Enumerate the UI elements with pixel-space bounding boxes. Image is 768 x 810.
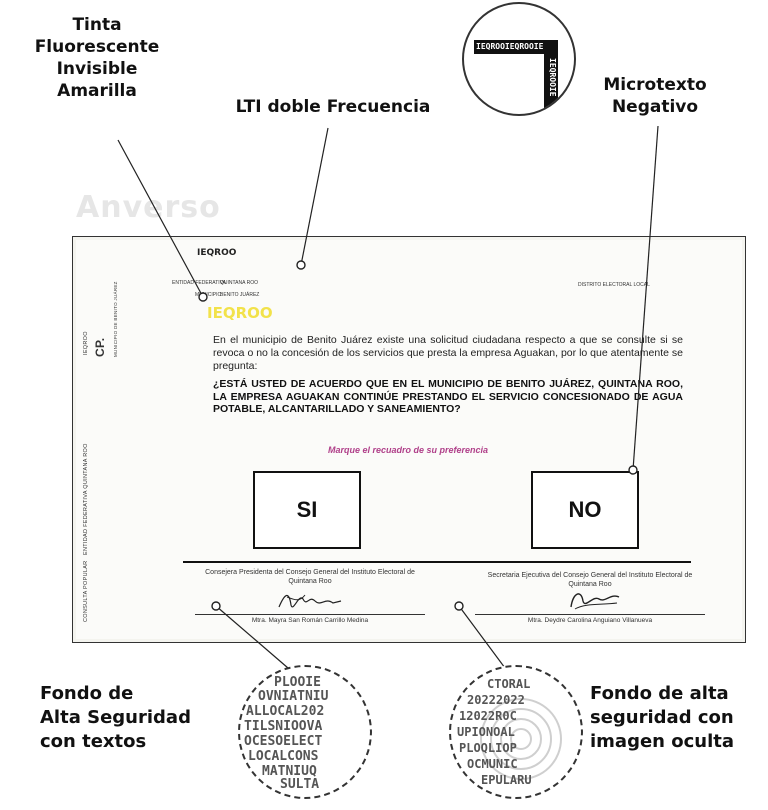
- microtext-line: EPULARU: [481, 773, 532, 787]
- microtext-line: SULTA: [280, 777, 320, 792]
- microtext-line: OCESOELECT: [244, 734, 323, 749]
- municipio-label: MUNICIPIO: [195, 292, 222, 298]
- callout-line: Amarilla: [57, 81, 137, 101]
- microtext-line: OCMUNIC: [467, 757, 518, 771]
- callout-fondo-imagen: Fondo de alta seguridad con imagen ocult…: [590, 682, 750, 754]
- microtext-line: UPIONOAL: [457, 725, 515, 739]
- divider: [183, 561, 691, 563]
- ieqroo-logo: IEQROO: [197, 248, 237, 258]
- microtext-line: LOCALCONS: [248, 749, 319, 764]
- instruction: Marque el recuadro de su preferencia: [328, 445, 489, 455]
- option-no-box[interactable]: NO: [531, 471, 639, 549]
- entidad-label: ENTIDAD FEDERATIVA: [172, 280, 226, 286]
- marker-microtexto: [628, 465, 638, 475]
- sig-left-caption: Consejera Presidenta del Consejo General…: [205, 569, 415, 585]
- callout-line: Alta Seguridad: [40, 707, 191, 728]
- microtext-line: PLOQLIOP: [459, 741, 517, 755]
- callout-line: Microtexto: [603, 75, 707, 95]
- sig-right-name: Mtra. Deydre Carolina Anguiano Villanuev…: [527, 617, 653, 624]
- security-background-magnifier-left: PLOOIE OVNIATNIU ALLOCAL202 TILSNIOOVA O…: [238, 665, 372, 799]
- callout-microtexto: Microtexto Negativo: [590, 74, 720, 118]
- microtext-line: OVNIATNIU: [258, 689, 329, 704]
- marker-lti: [296, 260, 306, 270]
- microtext-line: PLOOIE: [274, 675, 321, 690]
- marker-fondo-imagen: [454, 601, 464, 611]
- distrito-label: DISTRITO ELECTORAL LOCAL: [578, 282, 650, 288]
- question: ¿ESTÁ USTED DE ACUERDO QUE EN EL MUNICIP…: [213, 378, 683, 415]
- callout-line: imagen oculta: [590, 731, 735, 752]
- signature-left: [278, 594, 342, 608]
- microtext-line: ALLOCAL202: [246, 704, 325, 719]
- option-si-box[interactable]: SI: [253, 471, 361, 549]
- hidden-image-swirl: [480, 698, 562, 780]
- entidad-value: QUINTANA ROO: [220, 280, 258, 286]
- sig-left-line: [195, 614, 425, 615]
- sig-right-line: [475, 614, 705, 615]
- signature-right: [570, 593, 620, 610]
- callout-line: Fondo de: [40, 683, 134, 704]
- callout-lti: LTI doble Frecuencia: [235, 97, 431, 117]
- sig-left-name: Mtra. Mayra San Román Carrillo Medina: [251, 617, 369, 624]
- marker-fondo-textos: [211, 601, 221, 611]
- callout-line: Fluorescente: [34, 37, 160, 57]
- callout-line: con textos: [40, 731, 147, 752]
- callout-line: Fondo de alta: [590, 683, 729, 704]
- security-background-magnifier-right: CTORAL 20222022 12022R0C UPIONOAL PLOQLI…: [449, 665, 583, 799]
- microtext-line: TILSNIOOVA: [244, 719, 323, 734]
- callout-line: Invisible: [56, 59, 138, 79]
- intro-paragraph: En el municipio de Benito Juárez existe …: [213, 334, 683, 372]
- callout-tinta-fluorescente: Tinta Fluorescente Invisible Amarilla: [22, 14, 172, 102]
- marker-tinta: [198, 292, 208, 302]
- fluorescent-logo: IEQROO: [207, 304, 273, 322]
- microtext-line: 12022R0C: [459, 709, 517, 723]
- sig-right-caption: Secretaria Ejecutiva del Consejo General…: [487, 572, 693, 588]
- microtext-line: CTORAL: [487, 677, 531, 691]
- callout-line: Negativo: [611, 97, 699, 117]
- microtext-line: IEQROOIEQROOIE: [476, 42, 544, 51]
- municipio-value: BENITO JUÁREZ: [220, 292, 260, 298]
- microtext-magnifier: IEQROOIEQROOIE IEQROOIE: [462, 2, 576, 116]
- microtext-line: 20222022: [467, 693, 525, 707]
- callout-line: Tinta: [72, 15, 122, 35]
- callout-fondo-textos: Fondo de Alta Seguridad con textos: [40, 682, 220, 754]
- callout-line: seguridad con: [590, 707, 734, 728]
- ballot: CONSULTA POPULAR ENTIDAD FEDERATIVA QUIN…: [72, 236, 746, 643]
- microtext-line: MATNIUQ: [262, 764, 317, 779]
